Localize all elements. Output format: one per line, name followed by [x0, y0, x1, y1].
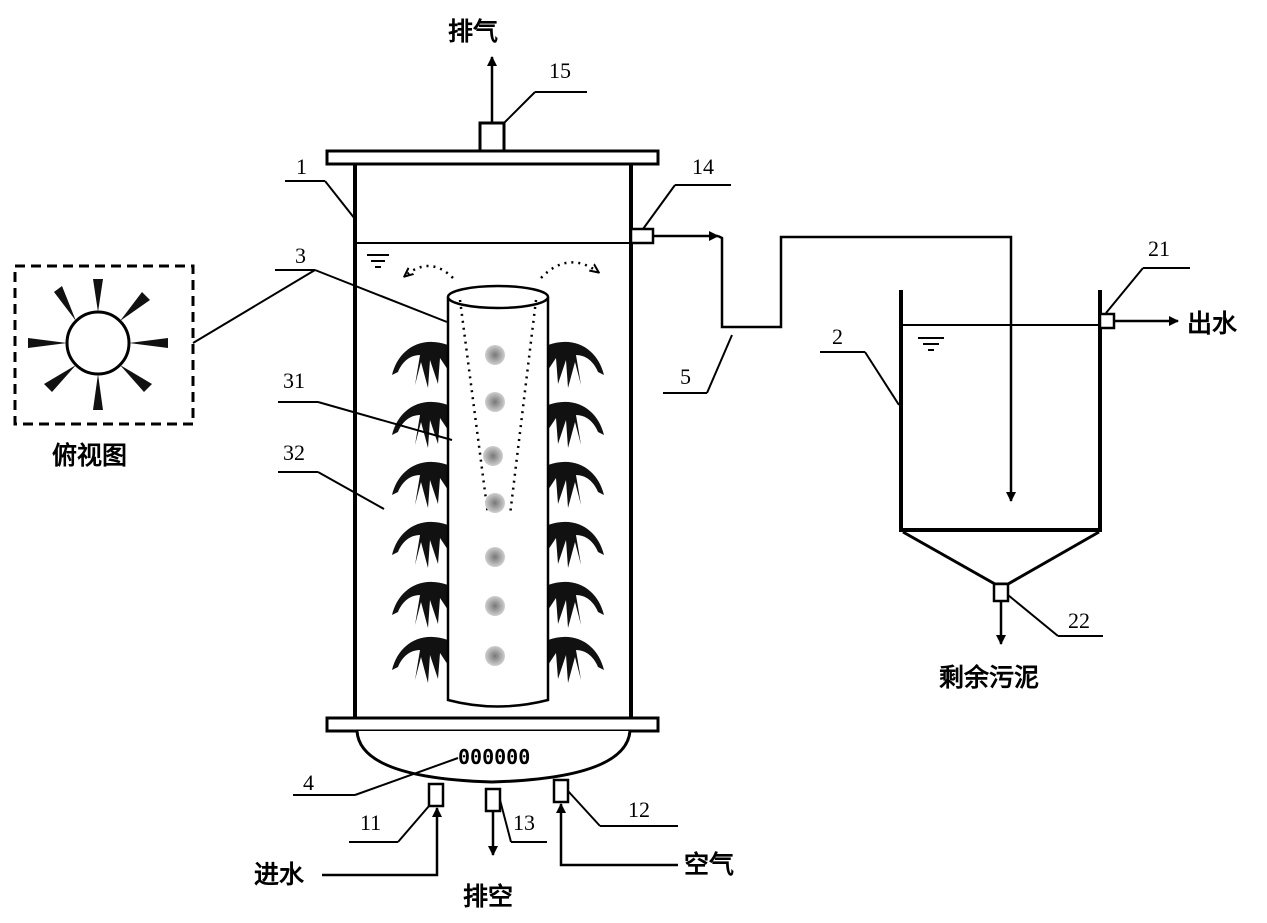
circulation-arrow-right [540, 261, 598, 279]
excess-sludge-text: 剩余污泥 [939, 663, 1039, 692]
inlet-port [427, 782, 445, 808]
drain-port [484, 787, 502, 813]
top-flange [325, 149, 660, 166]
air-text: 空气 [684, 850, 734, 879]
water-out-text: 出水 [1187, 309, 1238, 338]
top-view-frame [13, 264, 195, 426]
exhaust-port [478, 121, 506, 153]
air-port [552, 778, 570, 804]
top-view-inset: 俯视图 [13, 264, 195, 470]
label-13: 13 [513, 810, 535, 835]
label-32: 32 [283, 440, 305, 465]
tank-cone [902, 530, 1100, 586]
water-in-line [322, 807, 442, 877]
label-1: 1 [296, 154, 307, 179]
tube-top-opening [446, 284, 550, 310]
label-12: 12 [628, 797, 650, 822]
label-15: 15 [549, 58, 571, 83]
label-4: 4 [303, 770, 314, 795]
top-view-tube [65, 310, 131, 376]
biofilm-brushes-left [392, 341, 448, 683]
label-3: 3 [295, 243, 306, 268]
water-level-symbol [367, 254, 389, 268]
drain-text: 排空 [463, 882, 513, 911]
settling-tank [899, 290, 1102, 586]
sludge-port [992, 582, 1010, 603]
tank-water-level-symbol [918, 337, 944, 351]
label-2: 2 [832, 324, 843, 349]
water-in-text: 进水 [254, 860, 305, 889]
circulation-arrow-left [405, 264, 454, 279]
central-draft-tube [392, 261, 604, 708]
label-5: 5 [680, 364, 691, 389]
tank-outlet-port [1098, 312, 1116, 330]
aerator-holes: 000000 [458, 745, 530, 769]
label-31: 31 [283, 368, 305, 393]
biofilm-brushes-right [548, 341, 604, 683]
top-view-text: 俯视图 [52, 441, 127, 470]
label-21: 21 [1148, 236, 1170, 261]
air-line [556, 803, 678, 867]
tube-bubbles [483, 345, 505, 666]
tube-dotted-funnel [458, 299, 538, 516]
overflow-outlet [629, 227, 655, 245]
exhaust-text: 排气 [448, 17, 498, 46]
top-view-leader [192, 269, 316, 344]
label-22: 22 [1068, 608, 1090, 633]
bottom-flange [325, 716, 660, 733]
top-view-brushes [28, 279, 168, 410]
effluent-pipe-siphon [717, 234, 1016, 502]
label-11: 11 [360, 810, 381, 835]
label-14: 14 [692, 154, 714, 179]
